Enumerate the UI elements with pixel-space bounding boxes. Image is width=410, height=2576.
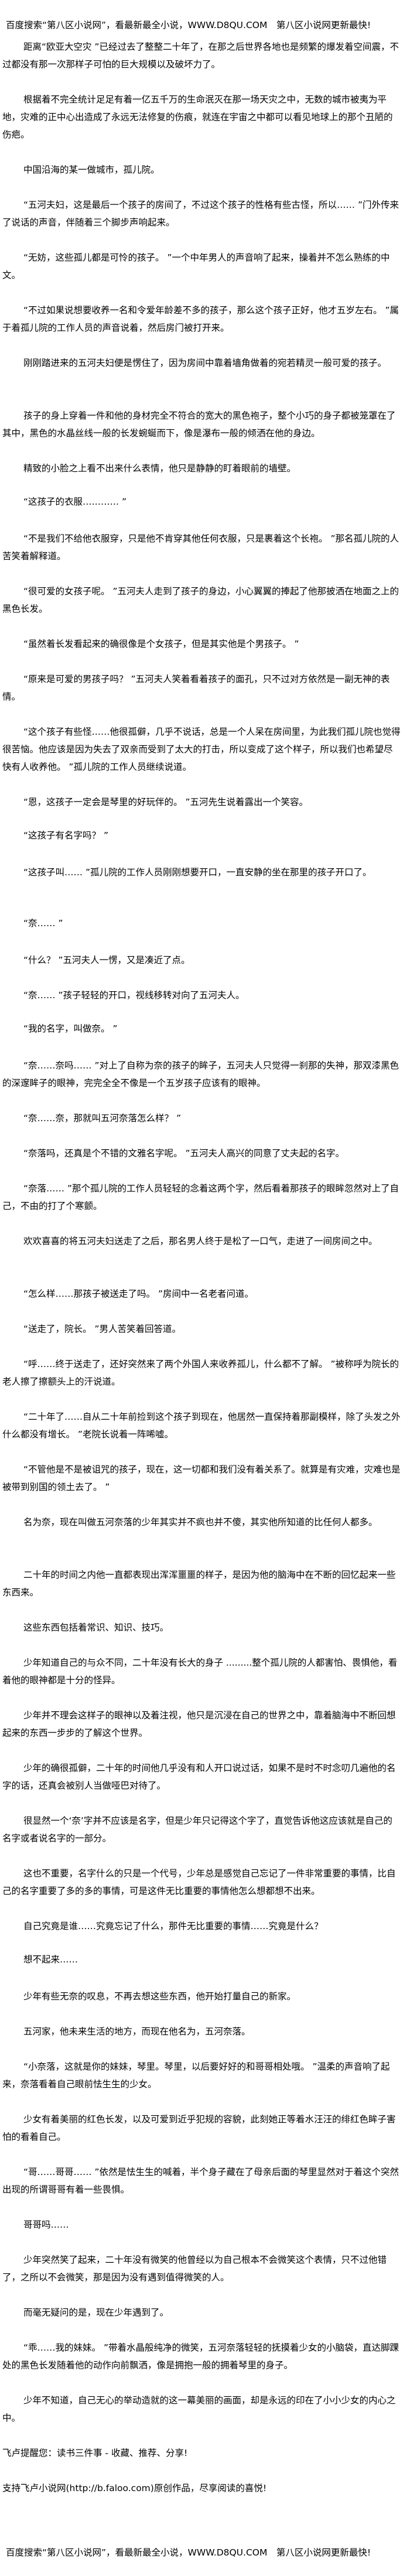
story-paragraph: “奈…… ” — [23, 918, 63, 929]
story-paragraph: “这孩子叫…… ”孤儿院的工作人员刚刚想要开口，一直安静的坐在那里的孩子开口了。 — [23, 867, 372, 878]
story-paragraph: 少年有些无奈的叹息，不再去想这些东西，他开始打量自己的新家。 — [23, 1991, 296, 2002]
story-paragraph: “哥……哥哥…… ”依然是怯生生的喊着，半个身子藏在了母亲后面的琴里显然对于着这… — [2, 2167, 399, 2195]
story-paragraph: “奈落吗，还真是个不错的文雅名字呢。 ”五河夫人高兴的同意了丈夫起的名字。 — [23, 1148, 344, 1159]
story-paragraph: “不过如果说想要收养一名和令爱年龄差不多的孩子，那么这个孩子正好，他才五岁左右。… — [2, 305, 399, 333]
story-paragraph: “不管他是不是被诅咒的孩子，现在，这一切都和我们没有着关系了。就算是有灾难，灾难… — [2, 1464, 401, 1492]
story-paragraph: “奈……奈，那就叫五河奈落怎么样？ ” — [23, 1113, 181, 1123]
story-paragraph: “不是我们不给他衣服穿，只是他不肯穿其他任何衣服，只是裹着这个长袍。 ”那名孤儿… — [2, 533, 399, 561]
story-paragraph: “虽然着长发看起来的确很像是个女孩子，但是其实他是个男孩子。 ” — [23, 639, 299, 649]
story-paragraph: “送走了，院长。 ”男人苦笑着回答道。 — [23, 1324, 181, 1334]
story-paragraph: 少女有着美丽的红色长发，以及可爱到近乎犯规的容貌，此刻她正等着水汪汪的绯红色眸子… — [2, 2114, 396, 2142]
story-paragraph: “我的名字，叫做奈。 ” — [23, 1023, 118, 1034]
story-paragraph: “小奈落，这就是你的妹妹，琴里。琴里，以后要好好的和哥哥相处哦。 ”温柔的声音响… — [2, 2061, 390, 2089]
story-paragraph: “奈……奈吗…… ”对上了自称为奈的孩子的眸子，五河夫人只觉得一刹那的失神，那双… — [2, 1060, 399, 1088]
story-paragraph: “乖……我的妹妹。 ”带着水晶般纯净的微笑，五河奈落轻轻的抚摸着少女的小脑袋，直… — [2, 2342, 399, 2371]
story-paragraph: 中国沿海的某一做城市，孤儿院。 — [23, 165, 160, 175]
story-paragraph: 想不起来…… — [23, 1954, 78, 1965]
story-paragraph: “奈落…… ”那个孤儿院的工作人员轻轻的念着这两个字，然后看着那孩子的眼眸忽然对… — [2, 1183, 399, 1211]
story-paragraph: 名为奈，现在叫做五河奈落的少年其实并不疯也并不傻，其实他所知道的比任何人都多。 — [23, 1517, 378, 1527]
story-paragraph: “五河夫妇，这是最后一个孩子的房间了，不过这个孩子的性格有些古怪，所以…… ”门… — [2, 200, 399, 228]
story-paragraph: “呼……终于送走了，还好突然来了两个外国人来收养孤儿，什么都不了解。 ”被称呼为… — [2, 1359, 399, 1387]
footer-support-note: 支持飞卢小说网(http://b.faloo.com)原创作品，尽享阅读的喜悦! — [2, 2483, 267, 2493]
story-paragraph: 少年不知道，自己无心的举动造就的这一幕美丽的画面，却是永远的印在了小小少女的内心… — [2, 2395, 396, 2423]
story-paragraph: “恩，这孩子一定会是琴里的好玩伴的。 ”五河先生说着露出一个笑容。 — [23, 797, 308, 807]
story-paragraph: “什么？ ”五河夫人一愣，又是凑近了点。 — [23, 955, 190, 965]
site-banner-top: 百度搜索“第八区小说网”，看最新最全小说，WWW.D8QU.COM 第八区小说网… — [6, 20, 371, 30]
story-paragraph: 很显然一个‘奈’字并不应该是名字，但是少年只记得这个字了，直觉告诉他这应该就是自… — [2, 1815, 392, 1844]
story-paragraph: 五河家，他未来生活的地方，而现在他名为，五河奈落。 — [23, 2026, 251, 2037]
story-paragraph: 距离“欧亚大空灾 ”已经过去了整整二十年了，在那之后世界各地也是频繁的爆发着空间… — [2, 42, 399, 70]
story-paragraph: 少年知道自己的与众不同，二十年没有长大的身子 .........整个孤儿院的人都… — [2, 1657, 398, 1686]
story-paragraph: 这些东西包括着常识、知识、技巧。 — [23, 1622, 169, 1633]
story-paragraph: 精致的小脸之上看不出来什么表情，他只是静静的盯着眼前的墙壁。 — [23, 463, 296, 474]
story-paragraph: “这孩子有名字吗？ ” — [23, 830, 108, 841]
story-paragraph: 少年的确很孤僻，二十年的时间他几乎没有和人开口说过话，如果不是时不时念叨几遍他的… — [2, 1763, 396, 1791]
story-paragraph: “怎么样……那孩子被送走了吗。 ”房间中一名老者问道。 — [23, 1289, 254, 1299]
story-paragraph: 少年并不理会这样子的眼神以及着注视，他只是沉浸在自己的世界之中，靠着脑海中不断回… — [2, 1710, 396, 1738]
story-paragraph: “原来是可爱的男孩子吗？ ”五河夫人笑着看着孩子的面孔，只不过对方依然是一副无神… — [2, 674, 390, 702]
story-paragraph: 哥哥吗…… — [23, 2219, 69, 2230]
story-paragraph: “很可爱的女孩子呢。 ”五河夫人走到了孩子的身边，小心翼翼的捧起了他那披洒在地面… — [2, 586, 399, 614]
story-paragraph: 自己究竟是谁……究竟忘记了什么，那件无比重要的事情……究竟是什么？ — [23, 1921, 323, 1931]
site-banner-bottom: 百度搜索“第八区小说网”，看最新最全小说，WWW.D8QU.COM 第八区小说网… — [6, 2547, 371, 2558]
story-paragraph: 欢欢喜喜的将五河夫妇送走了之后，那名男人终于是松了一口气，走进了一间房间之中。 — [23, 1236, 378, 1246]
story-paragraph: 这也不重要，名字什么的只是一个代号，少年总是感觉自己忘记了一件非常重要的事情，比… — [2, 1868, 396, 1896]
story-paragraph: 少年突然笑了起来，二十年没有微笑的他曾经以为自己根本不会微笑这个表情，只不过他错… — [2, 2255, 387, 2283]
story-paragraph: “奈…… ”孩子轻轻的开口，视线移转对向了五河夫人。 — [23, 990, 245, 1001]
story-paragraph: 刚刚踏进来的五河夫妇便是愣住了，因为房间中靠着墙角做着的宛若精灵一般可爱的孩子。 — [23, 358, 387, 368]
story-paragraph: 孩子的身上穿着一件和他的身材完全不符合的宽大的黑色袍子，整个小巧的身子都被笼罩在… — [2, 410, 396, 439]
story-paragraph: 二十年的时间之内他一直都表现出浑浑噩噩的样子，是因为他的脑海中在不断的回忆起来一… — [2, 1570, 396, 1598]
story-paragraph: “这孩子的衣服………… ” — [23, 496, 127, 507]
story-paragraph: “这个孩子有些怪……他很孤僻，几乎不说话，总是一个人呆在房间里，为此我们孤儿院也… — [2, 727, 401, 772]
story-paragraph: “无妨，这些孤儿都是可怜的孩子。 ”一个中年男人的声音响了起来，操着并不怎么熟练… — [2, 252, 390, 280]
story-paragraph: 根据着不完全统计足足有着一亿五千万的生命泯灭在那一场天灾之中，无数的城市被夷为平… — [2, 94, 393, 140]
story-paragraph: 而毫无疑问的是，现在少年遇到了。 — [23, 2307, 169, 2318]
story-paragraph: “二十年了……自从二十年前捡到这个孩子到现在，他居然一直保持着那副模样，除了头发… — [2, 1412, 401, 1440]
footer-reminder: 飞卢提醒您：读书三件事 - 收藏、推荐、分享! — [2, 2448, 188, 2458]
